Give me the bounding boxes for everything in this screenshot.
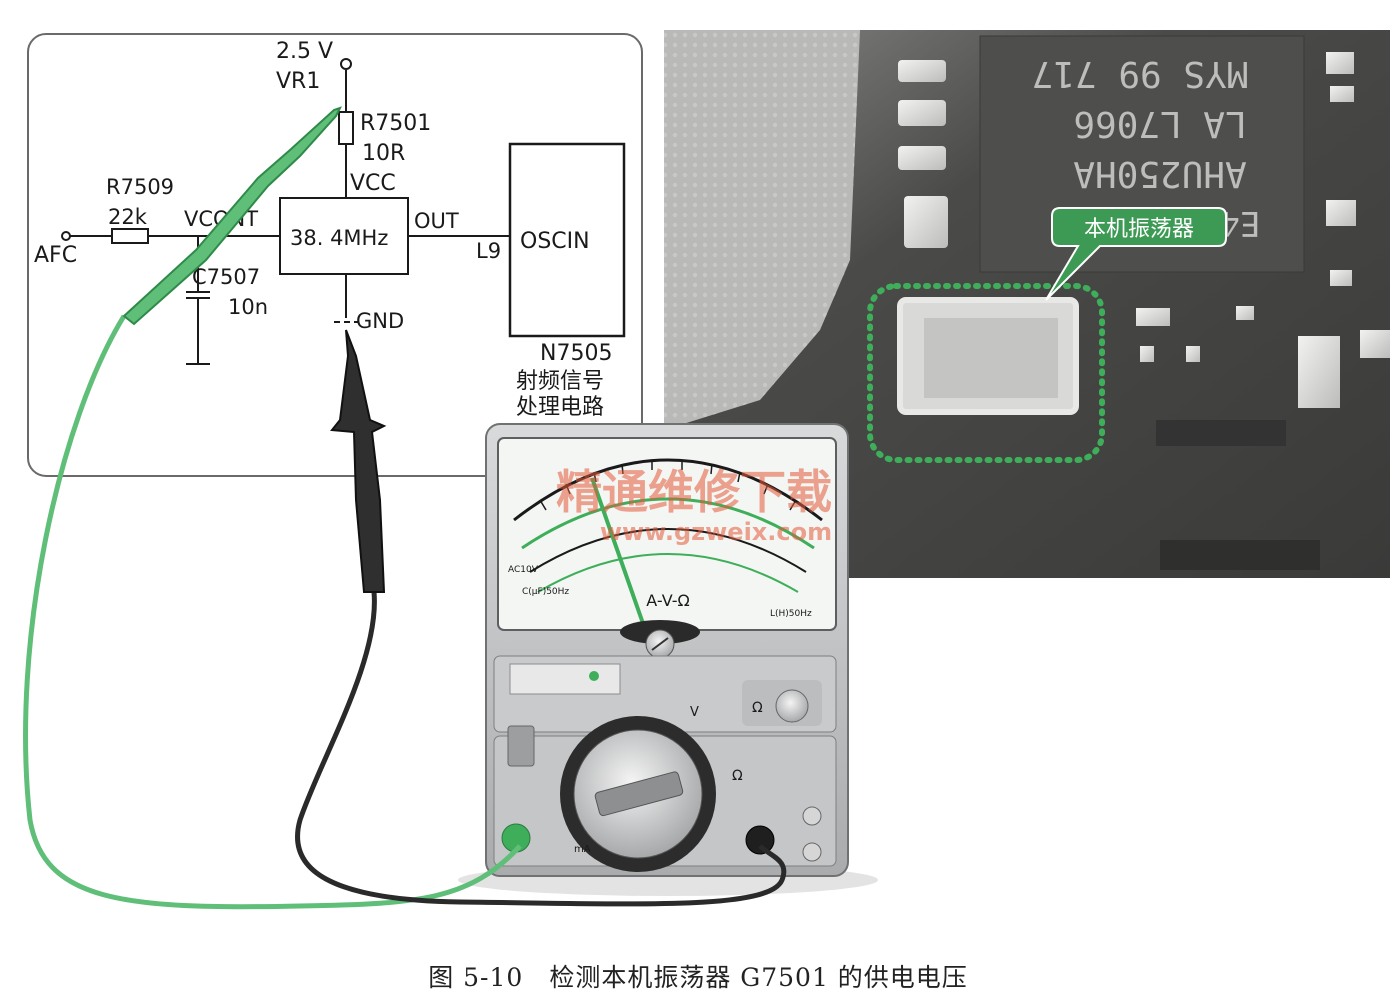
out-label: OUT [414,209,459,233]
range-v-symbol: V [690,705,699,720]
multimeter: AC10V C(μF)50Hz L(H)50Hz A-V-Ω 精通维修下载 ww… [458,423,878,896]
figure-caption: 图 5-10 检测本机振荡器 G7501 的供电电压 [0,958,1396,994]
n7505-desc-line2: 处理电路 [516,395,604,420]
r7501-resistor [338,111,354,145]
jack-aux-2[interactable] [802,842,822,862]
range-selector-knob[interactable] [594,771,684,817]
afc-node [61,231,71,241]
c7507-value: 10n [228,295,268,319]
scale-ac-label: AC10V [508,565,539,575]
n7505-desc-line1: 射频信号 [516,369,604,394]
r7509-name: R7509 [106,175,174,199]
afc-label: AFC [34,243,77,268]
schematic-panel: 2.5 V VR1 R7501 10R VCC 38. 4MHz AFC R75… [27,33,643,477]
vr1-voltage-label: 2.5 V [276,39,333,64]
black-test-lead [295,591,787,907]
c7507-name: C7507 [192,265,260,289]
chip-marking-line3: AHU250HA [1073,153,1247,194]
callout-text: 本机振荡器 [1084,217,1194,242]
oscillator-callout: 本机振荡器 [1045,207,1227,301]
chip-marking-line1: MYS 99 717 [1032,53,1249,94]
jack-common[interactable] [745,825,775,855]
r7509-value: 22k [108,205,148,229]
caption-text: 检测本机振荡器 G7501 的供电电压 [549,963,968,992]
pcb-photo: MYS 99 717 LA L7066 AHU250HA E4 本机振荡器 [664,30,1390,578]
scale-l-label: L(H)50Hz [770,609,812,619]
oscin-label: OSCIN [520,229,590,254]
chip-marking-line2: LA L7066 [1073,103,1246,144]
jack-aux-1[interactable] [802,806,822,826]
range-ma-symbol: mA [574,844,591,855]
ohm-adjust-knob[interactable] [775,689,809,723]
transistor-socket [507,725,535,767]
r7501-value: 10R [362,141,405,166]
oscillator-box [279,197,409,275]
gnd-label: GND [356,309,404,333]
meter-needle [590,477,648,633]
r7501-name: R7501 [360,111,431,136]
vr1-label: VR1 [276,69,320,94]
watermark-url: www.gzweix.com [600,518,832,546]
n7505-label: N7505 [540,341,612,366]
oscillator-frequency: 38. 4MHz [290,226,388,250]
dial-avo-label: A-V-Ω [646,591,689,610]
crystal-highlight-outline [867,283,1105,463]
ohm-adjust-symbol: Ω [752,700,763,716]
range-ohm-symbol: Ω [732,768,743,784]
vr1-node [340,58,352,70]
green-probe [122,106,342,326]
r7509-resistor [111,228,149,244]
vcc-label: VCC [350,171,396,196]
test-leads [23,106,787,910]
black-probe [330,329,387,593]
scale-c-label: C(μF)50Hz [522,587,569,597]
l9-label: L9 [476,239,501,263]
oscin-box [508,142,626,338]
watermark-text: 精通维修下载 [556,465,832,519]
caption-figure-number: 图 5-10 [428,963,524,992]
